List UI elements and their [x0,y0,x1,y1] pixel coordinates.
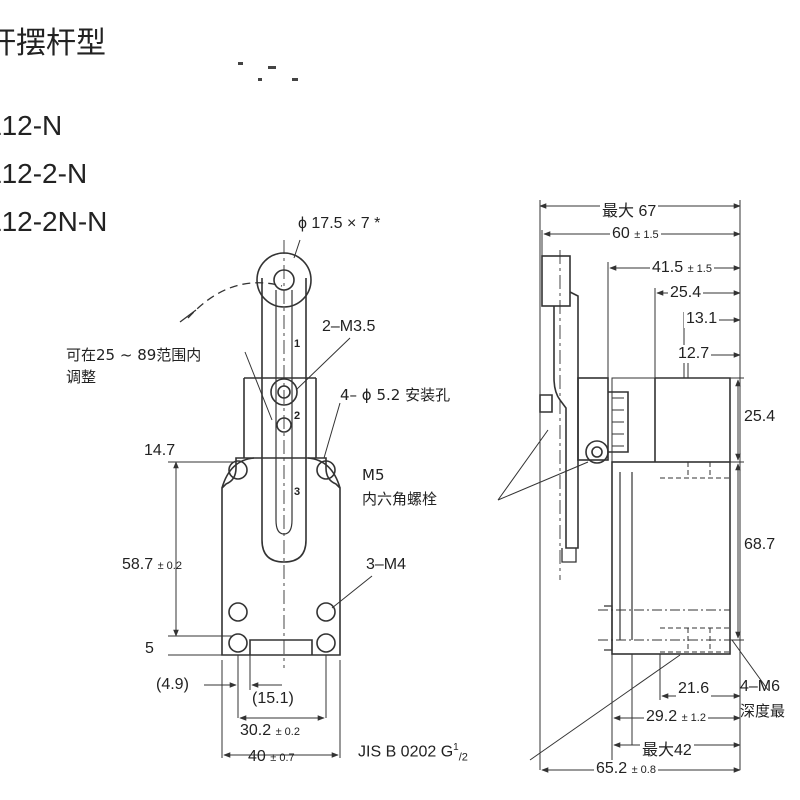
adjust-note-line2: 调整 [66,368,97,386]
conduit-thread-label: JIS B 0202 G1/2 [358,742,468,764]
dim-30-2: 30.2 ± 0.2 [240,722,300,739]
dim-max67: 最大 67 [600,197,659,221]
dim-41-5: 41.5 ± 1.5 [650,259,714,277]
dim-58-7: 58.7 ± 0.2 [122,556,182,573]
model-1: L12-N [0,110,63,141]
dim-25-4-top: 25.4 [668,284,704,302]
dim-14-7: 14.7 [144,442,176,459]
adjust-range-arc [187,282,283,319]
bolt-label-line2: 内六角螺栓 [362,490,438,508]
m4-hole-br [316,602,336,622]
side-body-top [654,377,731,462]
body-upper-shoulder [221,457,341,489]
side-shaft-outer [585,440,609,464]
mount-hole-br [316,633,336,653]
side-body [611,461,731,655]
thread-hidden-bot [660,627,730,653]
dim-15-1: (15.1) [252,690,294,707]
lever-mark-1: 1 [294,338,301,350]
mount-hole-tr [316,460,336,480]
page-title: 杆摆杆型 [0,26,106,61]
lever-mark-2: 2 [294,410,301,422]
dim-4-9: (4.9) [156,676,189,693]
dim-40: 40 ± 0.7 [248,748,295,765]
thread-m4-label: 3–M4 [366,556,407,573]
dim-29-2: 29.2 ± 1.2 [644,708,708,726]
dim-13-1: 13.1 [684,310,720,328]
head-block [243,377,317,458]
dim-65-2: 65.2 ± 0.8 [594,760,658,778]
roller-size-label: ϕ 17.5 × 7 * [298,215,381,232]
dim-5: 5 [145,640,154,657]
dim-21-6: 21.6 [676,680,712,698]
mount-hole-label: 4– ϕ 5.2 安装孔 [340,386,451,404]
dim-60: 60 ± 1.5 [610,225,661,243]
lever-arm [261,278,307,563]
body-bottom-notch [249,639,313,655]
thread-hidden-top [660,461,730,479]
dim-25-4-side: 25.4 [744,408,776,425]
m4-hole-bl [228,602,248,622]
side-head [577,377,609,461]
lever-mark-3: 3 [294,486,301,498]
dim-max42: 最大42 [640,736,694,760]
m6-label-line1: 4–M6 [740,678,781,695]
bolt-label-line1: M5 [362,466,385,484]
side-shaft-inner [591,446,603,458]
m6-label-line2: 深度最 [740,702,786,720]
dim-12-7: 12.7 [676,345,712,363]
mount-hole-tl [228,460,248,480]
model-2: L12-2-N [0,158,88,189]
model-3: L12-2N-N [0,206,108,237]
switch-body-outline [221,457,341,656]
screw-m35-label: 2–M3.5 [322,318,376,335]
side-bolt-stub [539,394,553,413]
adjust-note-line1: 可在25 ~ 89范围内 [66,346,202,364]
dim-68-7: 68.7 [744,536,776,553]
side-roller [541,255,571,307]
side-lever-plate [553,291,579,549]
mount-hole-bl [228,633,248,653]
